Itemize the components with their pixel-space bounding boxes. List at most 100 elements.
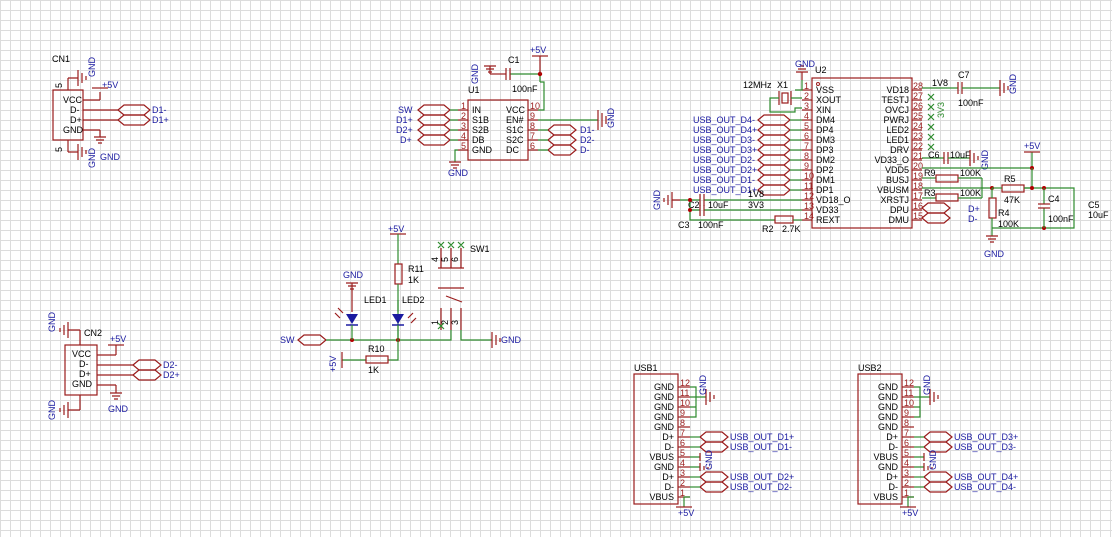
usb2-pin-num: 1 bbox=[904, 488, 909, 498]
u2-left-pin-label: VSS bbox=[816, 85, 834, 95]
u2-right-pin-num: 27 bbox=[913, 91, 923, 101]
u1-left-pin-num: 4 bbox=[461, 131, 466, 141]
usb1-pin-num: 1 bbox=[680, 488, 685, 498]
net-flag-u1-d1p[interactable]: D1+ bbox=[396, 114, 451, 126]
u1-right-pin-label: DC bbox=[506, 145, 519, 155]
u2-left-pin-label: DM2 bbox=[816, 155, 835, 165]
net-flag-u1-d1m[interactable]: D1- bbox=[547, 124, 595, 136]
u1-right-pin-label: S2C bbox=[506, 135, 524, 145]
svg-text:LED2: LED2 bbox=[402, 295, 425, 305]
svg-text:GND: GND bbox=[652, 190, 662, 211]
svg-text:LED1: LED1 bbox=[364, 295, 387, 305]
usb2-pin-label: GND bbox=[878, 412, 899, 422]
svg-text:100nF: 100nF bbox=[1048, 214, 1074, 224]
u2-right-pin-label: DMU bbox=[889, 215, 910, 225]
u2-right-pin-label: DRV bbox=[890, 145, 909, 155]
svg-text:GND: GND bbox=[795, 59, 816, 69]
usb1-pin-num: 12 bbox=[680, 378, 690, 388]
svg-text:R9: R9 bbox=[924, 168, 936, 178]
svg-text:GND: GND bbox=[704, 450, 714, 471]
resistor-r5[interactable]: R5 47K bbox=[992, 174, 1025, 205]
u1-left-pin-num: 2 bbox=[461, 111, 466, 121]
net-flag-d1-plus[interactable]: D1+ bbox=[117, 114, 169, 126]
u2-left-pin-label: VD33 bbox=[816, 205, 839, 215]
connector-cn1[interactable]: CN1 VCC D- D+ GND 5 5 +5V bbox=[52, 54, 118, 152]
net-flag-d2-minus[interactable]: D2- bbox=[132, 359, 178, 371]
u1-right-pin-num: 10 bbox=[530, 101, 540, 111]
u2-right-pin-num: 22 bbox=[913, 141, 923, 151]
u2-left-pin-label: REXT bbox=[816, 215, 841, 225]
switch-sw1[interactable]: SW1 4 5 6 1 2 3 bbox=[430, 241, 490, 330]
usb2-pin-label: GND bbox=[878, 462, 899, 472]
capacitor-c7[interactable]: 1V8 C7 100nF GND bbox=[922, 70, 1018, 108]
u2-left-pin-num: 13 bbox=[804, 201, 814, 211]
gnd-symbol: GND GND bbox=[68, 144, 121, 168]
capacitor-c4[interactable]: C4 100nF bbox=[1038, 188, 1074, 228]
net-flag-u1-d2p[interactable]: D2+ bbox=[396, 124, 451, 136]
cn1-pin-gnd: GND bbox=[63, 125, 84, 135]
resistor-r9[interactable]: R9 100K bbox=[922, 168, 982, 183]
net-flag-sw[interactable]: SW bbox=[398, 104, 451, 116]
u1-right-pin-label: VCC bbox=[506, 105, 526, 115]
svg-text:1K: 1K bbox=[408, 275, 419, 285]
usb2-pin-num: 2 bbox=[904, 478, 909, 488]
usb2-vbus-net: +5V bbox=[902, 508, 918, 518]
svg-text:+5V: +5V bbox=[110, 334, 126, 344]
capacitor-c3[interactable]: C3 100nF GND bbox=[652, 190, 802, 231]
net-flag-u2-dpu[interactable]: D+ bbox=[921, 202, 980, 214]
u1-left-pin-num: 5 bbox=[461, 141, 466, 151]
u2-left-pin-label: XIN bbox=[816, 105, 831, 115]
u2-right-pin-label: PWRJ bbox=[884, 115, 910, 125]
usb1-net-label: USB_OUT_D1+ bbox=[730, 432, 794, 442]
u2-right-pin-label: XRSTJ bbox=[880, 195, 909, 205]
usb2-pin-num: 12 bbox=[904, 378, 914, 388]
ic-u2[interactable]: U2 bbox=[811, 65, 913, 229]
resistor-r2[interactable]: R2 2.7K bbox=[762, 215, 802, 234]
led-led1[interactable]: GND LED1 bbox=[334, 270, 387, 340]
net-flag-u1-dm[interactable]: D- bbox=[547, 144, 590, 156]
led-led2[interactable]: LED2 bbox=[392, 295, 425, 340]
crystal-x1[interactable]: 12MHz X1 GND bbox=[743, 59, 816, 113]
svg-text:D2+: D2+ bbox=[396, 125, 413, 135]
svg-text:GND: GND bbox=[501, 335, 522, 345]
resistor-r10[interactable]: R10 1K +5V bbox=[328, 340, 399, 375]
svg-text:1: 1 bbox=[430, 320, 440, 325]
u2-left-pin-label: DP2 bbox=[816, 165, 834, 175]
usb1-pin-num: 2 bbox=[680, 478, 685, 488]
resistor-r11[interactable]: +5V R11 1K bbox=[388, 224, 424, 312]
resistor-r3[interactable]: R3 100K bbox=[922, 188, 982, 202]
net-flag-u1-d2m[interactable]: D2- bbox=[547, 134, 595, 146]
usb2-pin-num: 7 bbox=[904, 428, 909, 438]
usb1-pin-num: 9 bbox=[680, 408, 685, 418]
svg-text:D2-: D2- bbox=[580, 135, 595, 145]
usb1-pin-label: VBUS bbox=[649, 452, 674, 462]
u2-net-label: USB_OUT_D1+ bbox=[693, 185, 757, 195]
svg-text:100nF: 100nF bbox=[698, 220, 724, 230]
svg-text:SW: SW bbox=[398, 105, 413, 115]
svg-text:2: 2 bbox=[440, 320, 450, 325]
u2-left-pin-num: 1 bbox=[804, 81, 809, 91]
u2-net-flags[interactable]: USB_OUT_D4-USB_OUT_D4+USB_OUT_D3-USB_OUT… bbox=[693, 114, 802, 196]
capacitor-c1[interactable]: C1 100nF +5V GND bbox=[470, 45, 548, 94]
net-flag-sw-left[interactable]: SW bbox=[280, 334, 327, 346]
svg-text:D1+: D1+ bbox=[396, 115, 413, 125]
capacitor-c5[interactable]: C5 10uF bbox=[1088, 200, 1109, 220]
svg-text:+5V: +5V bbox=[388, 224, 404, 234]
u2-net-label: USB_OUT_D2+ bbox=[693, 165, 757, 175]
usb2-pin-num: 11 bbox=[904, 388, 913, 398]
net-flag-u2-dmu[interactable]: D- bbox=[921, 212, 978, 224]
svg-text:U2: U2 bbox=[815, 65, 827, 75]
u2-right-pin-num: 24 bbox=[913, 121, 923, 131]
net-flag-d1-minus[interactable]: D1- bbox=[117, 104, 167, 116]
usb2-pin-num: 4 bbox=[904, 458, 909, 468]
net-flag-d2-plus[interactable]: D2+ bbox=[132, 369, 180, 381]
cn2-ref: CN2 bbox=[84, 328, 102, 338]
resistor-r4[interactable]: R4 100K bbox=[988, 188, 1019, 236]
svg-text:SW: SW bbox=[280, 335, 295, 345]
capacitor-c6[interactable]: C6 10uF GND bbox=[922, 150, 990, 171]
net-flag-u1-dp[interactable]: D+ bbox=[400, 134, 451, 146]
connector-cn2[interactable]: CN2 VCC D- D+ GND +5V GND GND GND bbox=[47, 312, 133, 421]
gnd-symbol: GND bbox=[68, 57, 97, 86]
